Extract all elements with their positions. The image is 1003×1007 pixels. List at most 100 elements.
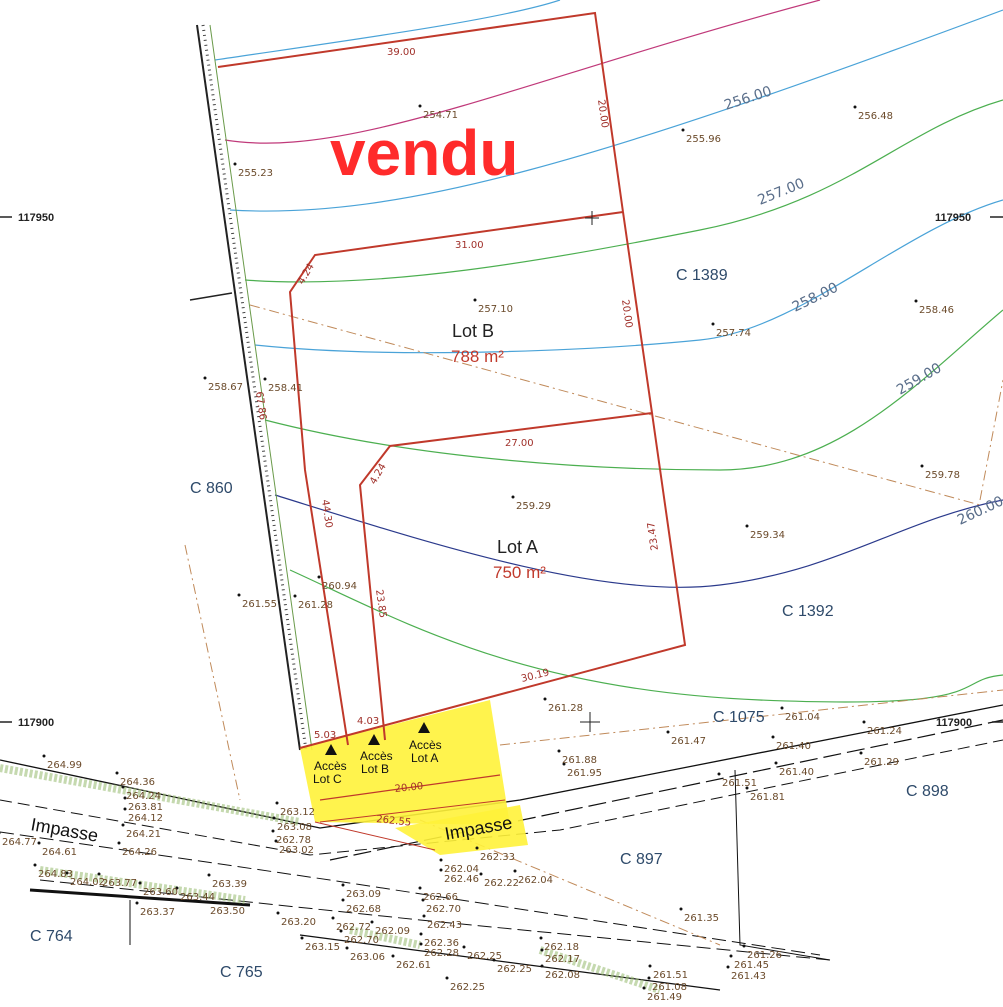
access-arrow (319, 799, 506, 823)
spot-height-label: 261.88 (562, 755, 597, 766)
spot-height-label: 262.72 (336, 922, 371, 933)
spot-height-label: 262.66 (423, 892, 458, 903)
spot-height-dot (745, 786, 749, 790)
dimension-label: 67.86 (253, 391, 268, 421)
spot-height-label: 261.28 (298, 600, 333, 611)
spot-height-dot (711, 322, 715, 326)
spot-height-labels: 254.71255.23255.96256.48257.10257.74258.… (2, 110, 960, 1003)
spot-height-label: 263.44 (180, 892, 215, 903)
spot-height-label: 264.83 (38, 869, 73, 880)
spot-height-dot (780, 706, 784, 710)
west-boundary (189, 24, 313, 751)
lot-b-boundary (358, 211, 654, 741)
spot-height-dot (275, 801, 279, 805)
spot-height-dot (475, 846, 479, 850)
spot-height-label: 261.04 (785, 712, 820, 723)
spot-height-dot (681, 128, 685, 132)
access-edge (314, 821, 436, 851)
reference-line (184, 544, 241, 801)
lot-c-boundary (217, 11, 624, 213)
spot-height-dot (445, 976, 449, 980)
spot-height-dot (771, 735, 775, 739)
parcel-boundary (734, 769, 831, 961)
spot-height-label: 261.47 (671, 736, 706, 747)
spot-height-label: 263.08 (277, 822, 312, 833)
spot-height-label: 260.94 (322, 581, 357, 592)
spot-height-dot (271, 829, 275, 833)
reference-line (979, 379, 1003, 501)
access-label: Lot A (411, 751, 438, 765)
dimension-label: 39.00 (387, 47, 416, 58)
spot-height-label: 263.06 (350, 952, 385, 963)
survey-crosses (580, 211, 600, 732)
spot-height-dot (0, 831, 1, 835)
spot-height-label: 264.26 (122, 847, 157, 858)
spot-height-dot (175, 886, 179, 890)
spot-height-dot (729, 954, 733, 958)
spot-height-label: 261.40 (776, 741, 811, 752)
spot-height-dot (745, 524, 749, 528)
spot-height-dot (742, 944, 746, 948)
spot-height-label: 262.25 (497, 964, 532, 975)
spot-height-dot (422, 914, 426, 918)
spot-height-dot (540, 948, 544, 952)
spot-height-dot (421, 898, 425, 902)
spot-height-label: 259.29 (516, 501, 551, 512)
road-edge (29, 888, 251, 907)
spot-height-label: 262.36 (424, 938, 459, 949)
spot-height-label: 263.50 (210, 906, 245, 917)
contour-line (289, 569, 1003, 703)
spot-height-label: 262.46 (444, 874, 479, 885)
contour-line (244, 99, 1003, 283)
spot-height-dot (543, 697, 547, 701)
spot-height-label: 261.43 (731, 971, 766, 982)
spot-height-dot (237, 593, 241, 597)
spot-height-label: 261.95 (567, 768, 602, 779)
spot-height-dot (679, 907, 683, 911)
spot-height-label: 257.74 (716, 328, 751, 339)
spot-height-label: 263.20 (281, 917, 316, 928)
spot-height-label: 264.77 (2, 837, 37, 848)
spot-height-dot (418, 104, 422, 108)
spot-height-label: 255.23 (238, 168, 273, 179)
spot-height-dot (539, 936, 543, 940)
parcel-label: C 1075 (713, 709, 765, 726)
spot-height-label: 263.39 (212, 879, 247, 890)
spot-height-dot (370, 920, 374, 924)
spot-height-label: 258.46 (919, 305, 954, 316)
contour-label: 260.00 (955, 493, 1003, 528)
spot-height-dot (339, 929, 343, 933)
spot-height-label: 263.09 (346, 889, 381, 900)
dimension-label: 4.03 (357, 716, 379, 727)
spot-height-label: 264.21 (126, 829, 161, 840)
spot-height-label: 262.09 (375, 926, 410, 937)
spot-height-dot (263, 377, 267, 381)
coord-label: 117900 (936, 717, 972, 729)
dimension-label: 20.00 (595, 99, 610, 129)
contour-line (214, 0, 561, 61)
access-label: Lot B (361, 762, 389, 776)
dimension-label: 31.00 (455, 240, 484, 251)
lot-b-boundary (288, 211, 624, 746)
contour-lines (214, 0, 1003, 703)
spot-height-label: 263.60 (143, 887, 178, 898)
spot-height-dot (121, 785, 125, 789)
spot-height-dot (717, 772, 721, 776)
spot-height-label: 263.02 (279, 845, 314, 856)
spot-height-label: 263.15 (305, 942, 340, 953)
spot-height-label: 263.37 (140, 907, 175, 918)
contour-labels: 256.00 257.00 258.00 259.00 260.00 (722, 83, 1003, 528)
spot-height-label: 262.28 (424, 948, 459, 959)
spot-height-dot (341, 883, 345, 887)
coord-label: 117950 (935, 212, 971, 224)
spot-height-dot (115, 771, 119, 775)
spot-height-dot (345, 946, 349, 950)
contour-line (224, 0, 821, 144)
lot-a-boundary (299, 412, 687, 749)
spot-height-dot (33, 863, 37, 867)
access-label: Accès (360, 749, 393, 763)
dimension-label: 20.00 (394, 781, 424, 795)
road-edge (329, 719, 1003, 861)
spot-height-label: 255.96 (686, 134, 721, 145)
spot-height-dot (647, 976, 651, 980)
